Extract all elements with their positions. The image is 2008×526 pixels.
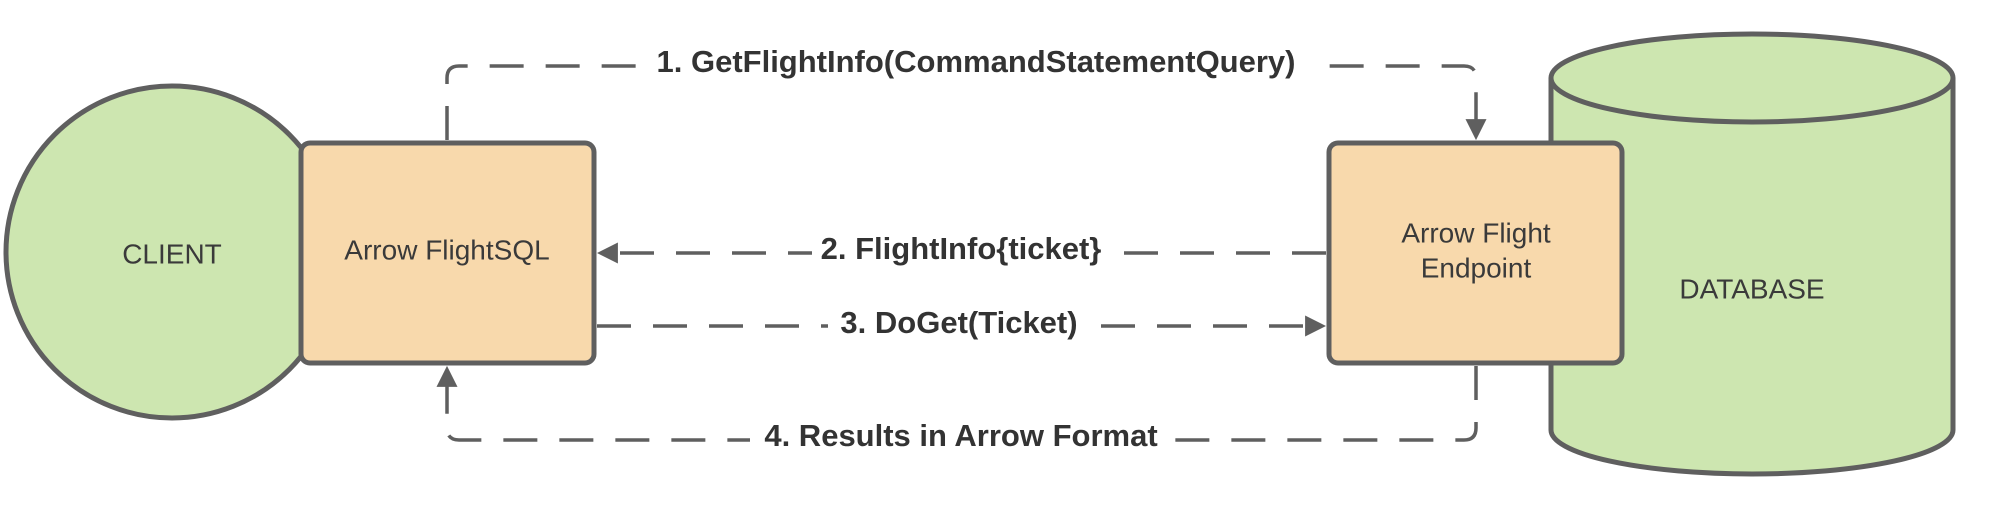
edge-step3-label: 3. DoGet(Ticket) <box>840 305 1077 340</box>
database-cylinder-top <box>1548 31 1956 125</box>
edge-step3: 3. DoGet(Ticket) <box>597 304 1327 348</box>
edge-step3-label-bg <box>828 304 1090 348</box>
endpoint-node: Arrow Flight Endpoint <box>1326 140 1625 366</box>
database-cylinder-body <box>1548 78 1956 477</box>
flightsql-node: Arrow FlightSQL <box>298 140 597 366</box>
edge-step2: 2. FlightInfo{ticket} <box>596 230 1326 274</box>
endpoint-label-line2: Endpoint <box>1421 252 1532 283</box>
client-label: CLIENT <box>122 238 222 269</box>
edge-step1: 1. GetFlightInfo(CommandStatementQuery) <box>445 44 1487 141</box>
edge-step4-label-bg <box>750 418 1170 462</box>
database-node: DATABASE <box>1548 31 1956 477</box>
edge-step2-label-bg <box>812 230 1112 274</box>
endpoint-box <box>1326 140 1625 366</box>
flightsql-label: Arrow FlightSQL <box>344 234 549 265</box>
database-label: DATABASE <box>1679 273 1824 304</box>
edge-step4: 4. Results in Arrow Format <box>436 365 1478 462</box>
edge-step2-label: 2. FlightInfo{ticket} <box>821 231 1102 266</box>
edge-step4-label: 4. Results in Arrow Format <box>764 418 1157 453</box>
edge-step1-label: 1. GetFlightInfo(CommandStatementQuery) <box>657 44 1296 79</box>
endpoint-label-line1: Arrow Flight <box>1401 217 1551 248</box>
edge-step1-label-bg <box>640 44 1312 86</box>
flightsql-box <box>298 140 597 366</box>
client-node: CLIENT <box>3 83 341 421</box>
